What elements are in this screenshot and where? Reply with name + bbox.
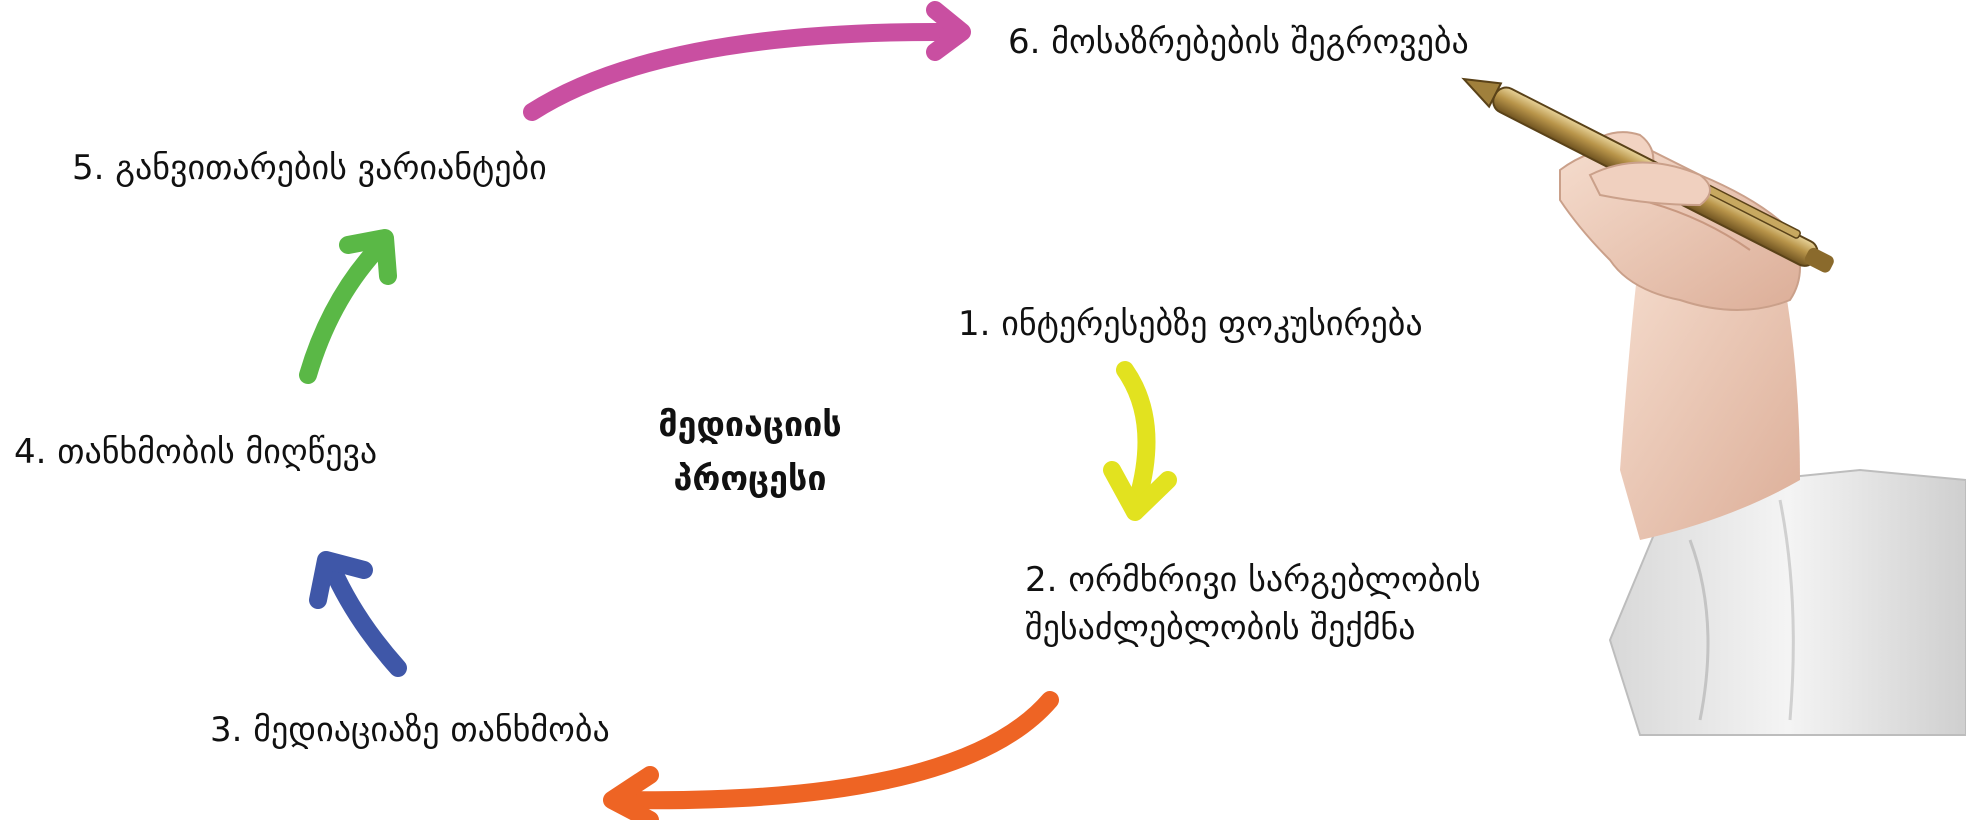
step-6-number: 6. xyxy=(1008,22,1041,62)
step-6-label: 6. მოსაზრებების შეგროვება xyxy=(1008,18,1469,66)
step-2-text-line1: ორმხრივი სარგებლობის xyxy=(1068,560,1481,600)
step-5-text: განვითარების ვარიანტები xyxy=(115,148,547,188)
center-title: მედიაციის პროცესი xyxy=(600,398,900,506)
step-3-label: 3. მედიაციაზე თანხმობა xyxy=(210,706,610,754)
step-1-label: 1. ინტერესებზე ფოკუსირება xyxy=(958,300,1423,348)
arrow-3-to-4 xyxy=(309,551,407,677)
step-1-text: ინტერესებზე ფოკუსირება xyxy=(1001,304,1423,344)
step-2-label: 2. ორმხრივი სარგებლობის შესაძლებლობის შე… xyxy=(1025,556,1481,652)
step-3-number: 3. xyxy=(210,710,243,750)
step-4-label: 4. თანხმობის მიღწევა xyxy=(14,428,377,476)
step-5-number: 5. xyxy=(72,148,105,188)
center-title-line1: მედიაციის xyxy=(658,405,842,445)
center-title-line2: პროცესი xyxy=(673,459,827,499)
step-4-number: 4. xyxy=(14,432,47,472)
step-4-text: თანხმობის მიღწევა xyxy=(57,432,378,472)
arrow-1-to-2 xyxy=(1103,361,1177,521)
step-5-label: 5. განვითარების ვარიანტები xyxy=(72,144,547,192)
step-1-number: 1. xyxy=(958,304,991,344)
arrow-5-to-6 xyxy=(523,1,971,121)
hand-holding-pen-icon xyxy=(1461,77,1966,736)
arrow-2-to-3 xyxy=(603,691,1059,820)
step-6-text: მოსაზრებების შეგროვება xyxy=(1051,22,1469,62)
arrow-4-to-5 xyxy=(299,229,397,384)
step-3-text: მედიაციაზე თანხმობა xyxy=(253,710,610,750)
step-2-text-line2: შესაძლებლობის შექმნა xyxy=(1025,608,1416,648)
step-2-number: 2. xyxy=(1025,560,1058,600)
